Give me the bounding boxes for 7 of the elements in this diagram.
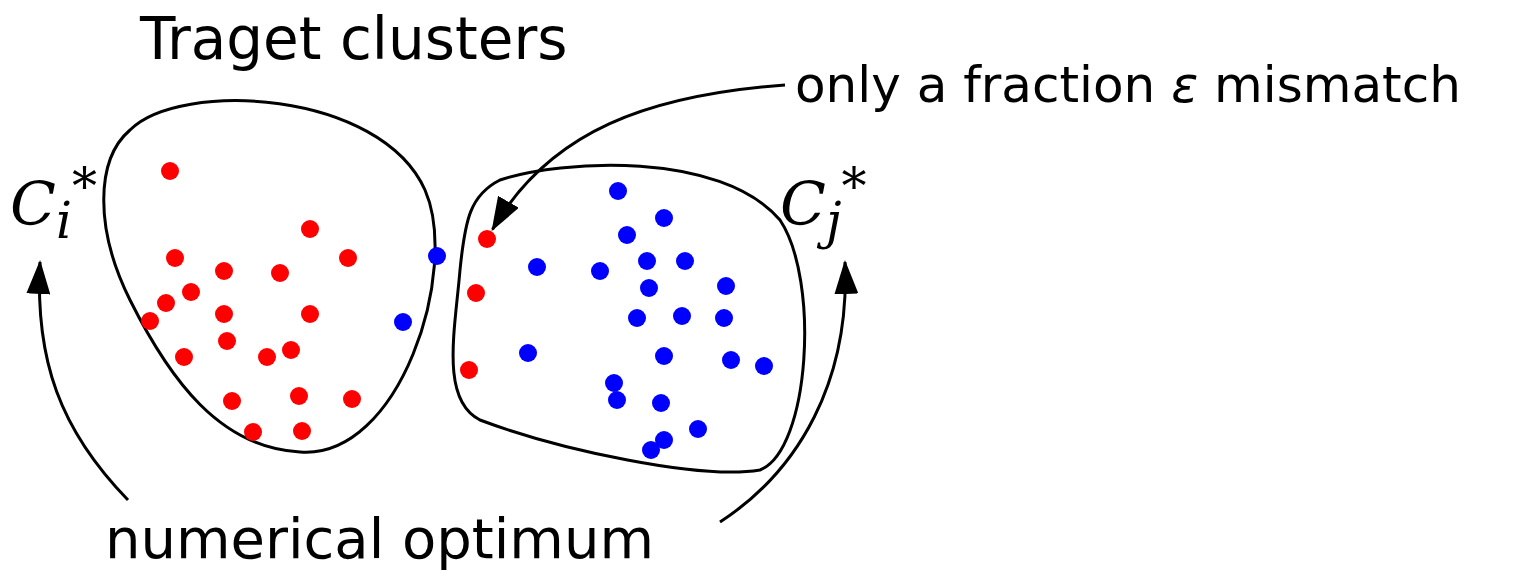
arrow <box>27 260 130 501</box>
title: Traget clusters <box>140 8 568 72</box>
data-point <box>478 230 496 248</box>
annotation-text: only a fraction ε mismatch <box>795 58 1461 113</box>
arrow <box>491 83 786 232</box>
arrow <box>719 260 858 524</box>
annotation-text: numerical optimum <box>105 508 654 570</box>
